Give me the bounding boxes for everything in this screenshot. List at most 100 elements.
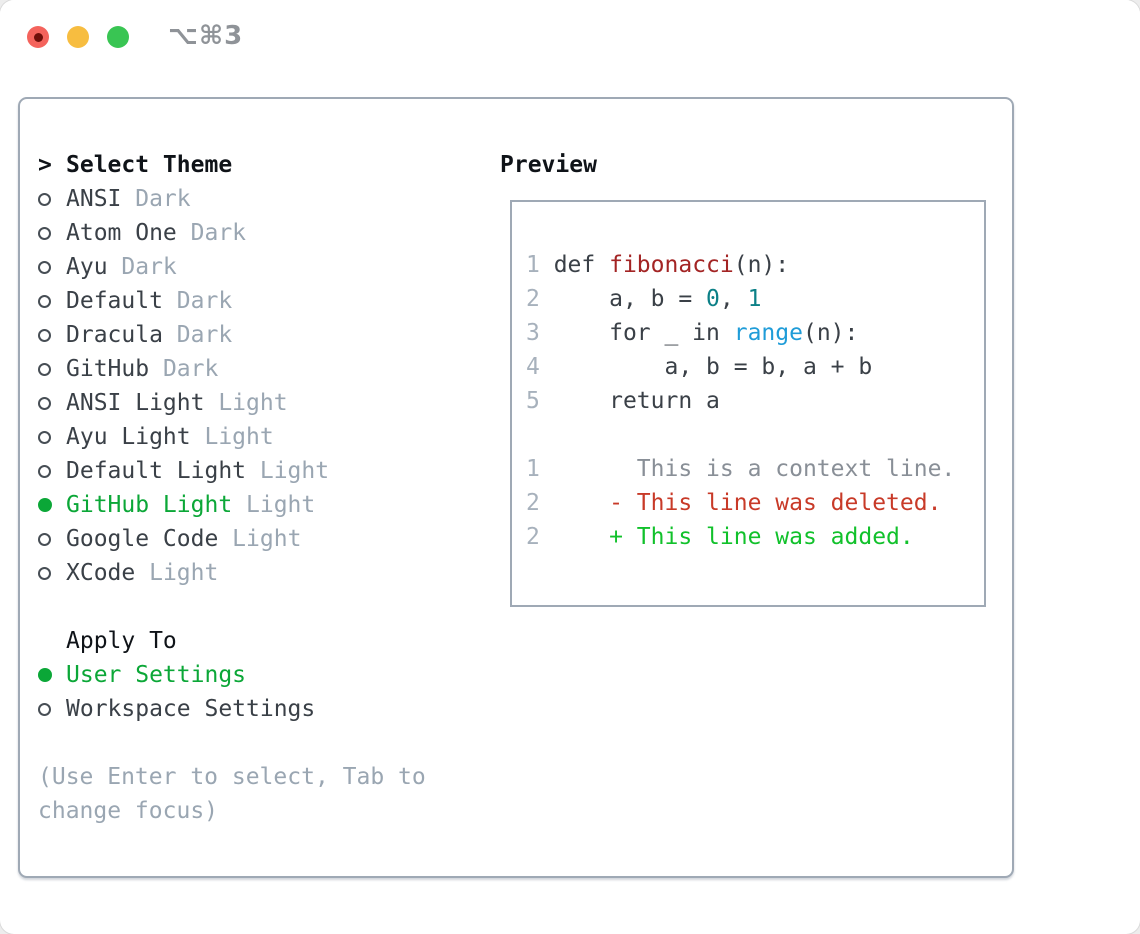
code-line: 2 - This line was deleted. [526,486,955,520]
prompt-icon: > [38,152,52,178]
apply-to-title: Apply To [66,628,177,654]
radio-unselected-icon [38,430,51,444]
option-label: Ayu Light [66,424,191,450]
help-line: change focus) [38,798,219,824]
line-number: 3 [526,320,540,346]
option-label: Atom One [66,220,177,246]
code-token: range [733,320,803,346]
radio-cell [38,396,66,410]
line-number: 1 [526,252,540,278]
close-button[interactable] [27,26,49,48]
window-titlebar: ⌥⌘3 [0,0,1140,74]
radio-unselected-icon [38,328,51,342]
radio-cell [38,226,66,240]
code-line: 1 This is a context line. [526,452,955,486]
theme-variant-label: Dark [121,186,191,212]
code-line: 5 return a [526,384,955,418]
help-line: (Use Enter to select, Tab to [38,764,426,790]
code-token: a, b = [539,286,707,312]
code-token: , [719,286,748,312]
theme-variant-label: Light [232,492,316,518]
theme-variant-label: Light [218,526,302,552]
code-token: (n): [802,320,859,346]
theme-variant-label: Dark [162,288,233,314]
code-token: fibonacci [609,252,734,278]
theme-option-ayu[interactable]: Ayu Dark [38,250,426,284]
theme-variant-label: Dark [176,220,247,246]
option-label: ANSI [66,186,122,212]
radio-cell [38,260,66,274]
apply-option-user-settings[interactable]: User Settings [38,658,426,692]
radio-unselected-icon [38,226,51,240]
option-label: Default [66,288,163,314]
option-label: Default Light [66,458,247,484]
option-label: Dracula [66,322,163,348]
theme-option-ansi[interactable]: ANSI Dark [38,182,426,216]
option-label: User Settings [66,662,247,688]
radio-selected-icon [38,668,52,682]
theme-option-xcode[interactable]: XCode Light [38,556,426,590]
recording-dot-icon [33,32,43,42]
radio-unselected-icon [38,260,51,274]
radio-unselected-icon [38,192,51,206]
code-token: (n): [733,252,790,278]
radio-cell [38,532,66,546]
code-token: def [539,252,610,278]
option-label: ANSI Light [66,390,205,416]
theme-option-default-light[interactable]: Default Light Light [38,454,426,488]
theme-option-github[interactable]: GitHub Dark [38,352,426,386]
theme-option-google-code[interactable]: Google Code Light [38,522,426,556]
code-token: return a [539,388,720,414]
line-number: 4 [526,354,540,380]
preview-title: Preview [500,152,597,178]
theme-option-ansi-light[interactable]: ANSI Light Light [38,386,426,420]
code-line: 4 a, b = b, a + b [526,350,955,384]
theme-option-atom-one[interactable]: Atom One Dark [38,216,426,250]
select-theme-header: >Select Theme [38,148,426,182]
apply-option-workspace-settings[interactable]: Workspace Settings [38,692,426,726]
theme-option-ayu-light[interactable]: Ayu Light Light [38,420,426,454]
option-label: Workspace Settings [66,696,316,722]
radio-cell [38,294,66,308]
radio-cell [38,498,66,512]
spacer [38,590,426,624]
radio-cell [38,702,66,716]
apply-to-header: Apply To [38,624,426,658]
line-number: 1 [526,456,540,482]
radio-unselected-icon [38,532,51,546]
theme-option-github-light[interactable]: GitHub Light Light [38,488,426,522]
radio-cell [38,430,66,444]
code-token: + This line was added. [539,524,914,550]
minimize-button[interactable] [67,26,89,48]
code-line: 2 a, b = 0, 1 [526,282,955,316]
code-token: 0 [706,286,720,312]
code-blank-line [526,418,955,452]
radio-cell [38,328,66,342]
radio-selected-icon [38,498,52,512]
theme-variant-label: Light [204,390,288,416]
line-number: 2 [526,286,540,312]
code-token: for _ in [539,320,734,346]
radio-cell [38,668,66,682]
code-line: 2 + This line was added. [526,520,955,554]
option-label: GitHub [66,356,150,382]
radio-cell [38,464,66,478]
theme-variant-label: Light [246,458,330,484]
theme-option-default[interactable]: Default Dark [38,284,426,318]
line-number: 5 [526,388,540,414]
zoom-button[interactable] [107,26,129,48]
radio-cell [38,566,66,580]
radio-unselected-icon [38,702,51,716]
theme-option-dracula[interactable]: Dracula Dark [38,318,426,352]
radio-unselected-icon [38,362,51,376]
option-label: XCode [66,560,136,586]
preview-header: Preview [500,148,597,182]
option-label: Google Code [66,526,219,552]
radio-unselected-icon [38,464,51,478]
code-token: a, b = b, a + b [539,354,873,380]
